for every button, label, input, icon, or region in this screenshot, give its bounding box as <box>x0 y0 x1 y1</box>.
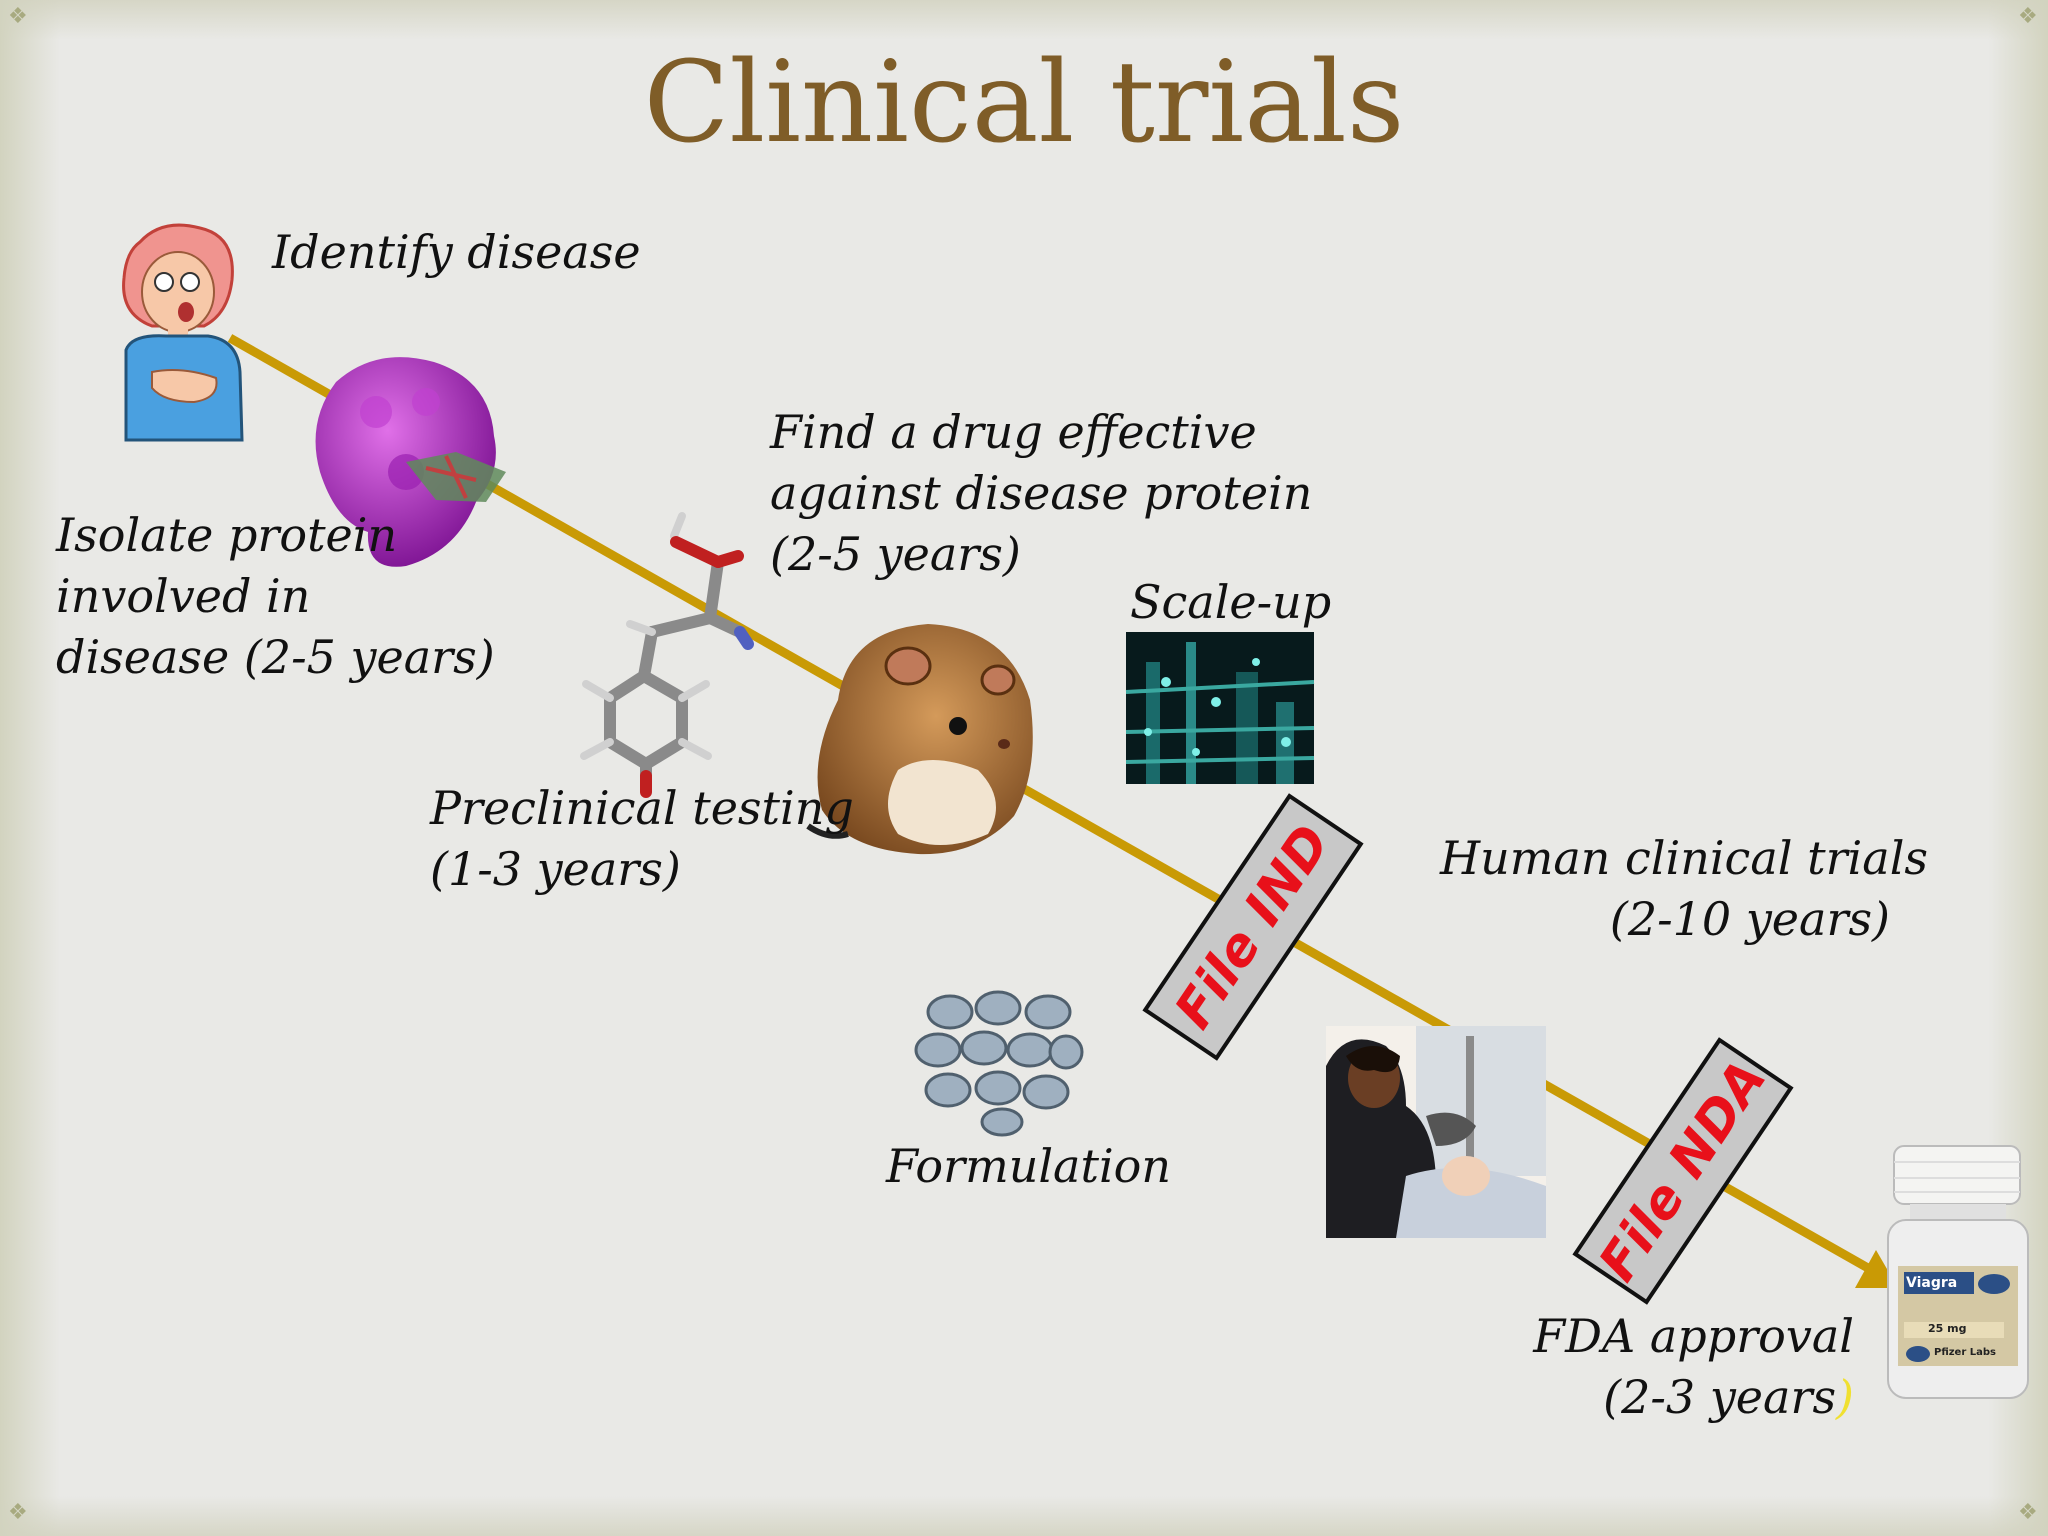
bottle-brand: Viagra <box>1906 1275 1958 1291</box>
corner-ornament-icon: ❖ <box>8 1500 28 1525</box>
step-formulation: Formulation <box>886 1139 1171 1193</box>
step-preclinical-testing: Preclinical testing (1-3 years) <box>430 781 854 896</box>
corner-ornament-icon: ❖ <box>8 4 28 29</box>
bottle-dose: 25 mg <box>1928 1322 1967 1335</box>
pill-bottle-icon: Viagra 25 mg Pfizer Labs <box>1884 1142 2032 1402</box>
nurse-patient-image <box>1326 1026 1546 1238</box>
corner-ornament-icon: ❖ <box>2018 4 2038 29</box>
slide-title: Clinical trials <box>643 38 1405 168</box>
bottle-maker: Pfizer Labs <box>1934 1347 1996 1358</box>
step-isolate-protein: Isolate protein involved in disease (2-5… <box>56 508 495 684</box>
hamster-icon <box>806 624 1033 855</box>
factory-image <box>1125 632 1315 784</box>
step-fda-approval: FDA approval (2-3 years) <box>1533 1309 1854 1424</box>
step-human-clinical-trials: Human clinical trials (2-10 years) <box>1440 831 1929 946</box>
step-identify-disease: Identify disease <box>272 225 641 279</box>
chemical-structure-icon <box>580 512 754 798</box>
step-find-drug: Find a drug effective against disease pr… <box>770 405 1313 581</box>
pills-icon <box>914 990 1084 1137</box>
corner-ornament-icon: ❖ <box>2018 1500 2038 1525</box>
protein-molecule-icon <box>315 357 506 567</box>
step-scale-up: Scale-up <box>1130 575 1332 629</box>
sick-person-icon <box>122 223 244 442</box>
